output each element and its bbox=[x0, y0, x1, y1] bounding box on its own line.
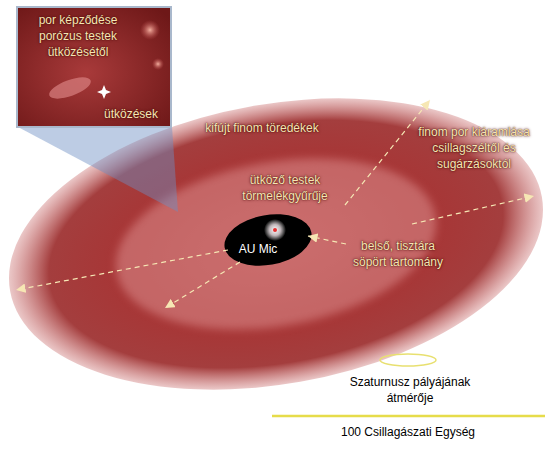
leader-line bbox=[308, 236, 346, 244]
inset-picture bbox=[16, 6, 172, 127]
outflow-arrow bbox=[165, 262, 240, 308]
porous-body bbox=[140, 20, 160, 40]
inset-caption: por képződése porózus testek ütközésétől bbox=[24, 12, 132, 60]
collision-flash bbox=[97, 85, 111, 99]
annotation-label: finom por kiáramlása csillagszéltől és s… bbox=[413, 124, 535, 172]
annotation-label: AU Mic bbox=[228, 241, 288, 257]
annotation-label: belső, tisztára söpört tartomány bbox=[348, 238, 448, 270]
inset-label: ütközések bbox=[96, 106, 166, 122]
annotation-label: kifújt finom töredékek bbox=[182, 120, 342, 136]
scale-bar bbox=[272, 415, 545, 418]
inset-box: por képződése porózus testek ütközésétől… bbox=[16, 6, 172, 128]
porous-body bbox=[152, 58, 164, 70]
star-glow bbox=[264, 219, 286, 241]
saturn-orbit bbox=[380, 354, 436, 366]
zoom-wedge bbox=[18, 127, 178, 212]
cleared-inner-region bbox=[220, 208, 315, 273]
star bbox=[273, 228, 277, 232]
outflow-arrow bbox=[345, 100, 430, 205]
annotation-label: ütköző testek törmelékgyűrűje bbox=[235, 172, 335, 204]
dust-cloud bbox=[47, 73, 94, 103]
annotation-label: 100 Csillagászati Egység bbox=[308, 424, 508, 440]
outflow-arrow bbox=[16, 250, 228, 290]
annotation-label: Szaturnusz pályájának átmérője bbox=[340, 374, 480, 406]
outflow-arrow bbox=[412, 196, 534, 224]
